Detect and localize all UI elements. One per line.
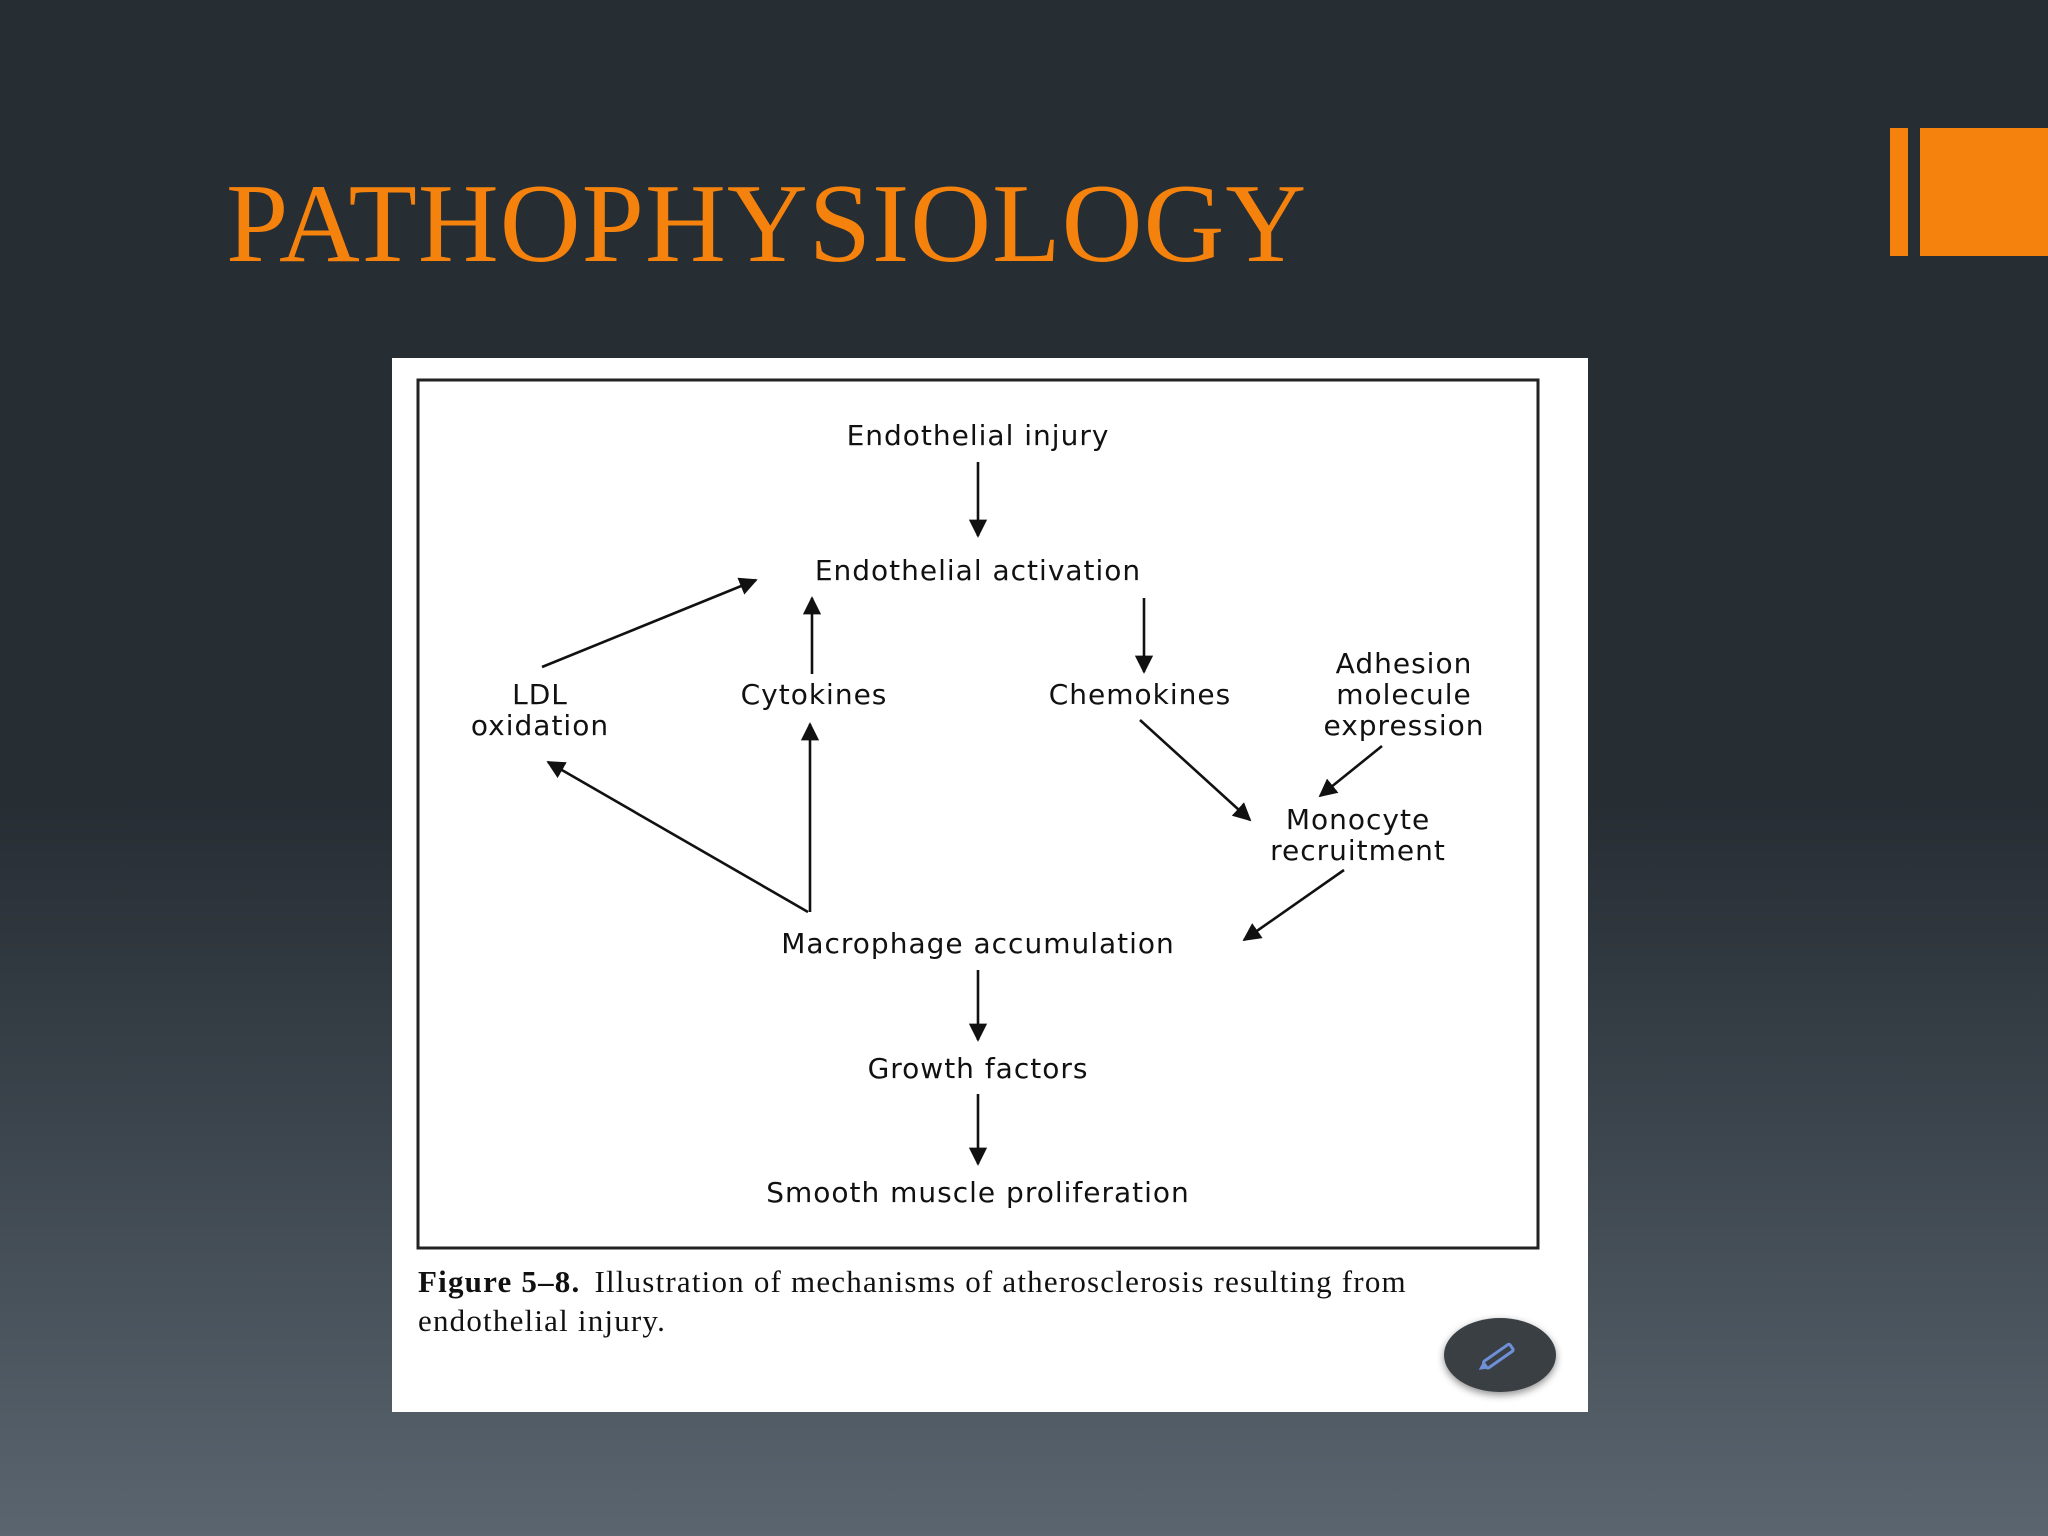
pencil-icon: [1478, 1342, 1515, 1370]
node-growth-factors: Growth factors: [868, 1052, 1089, 1085]
edit-fab-button[interactable]: [1444, 1318, 1556, 1392]
node-ldl-line2: oxidation: [471, 709, 609, 742]
figure-card: Endothelial injury Endothelial activatio…: [392, 358, 1588, 1412]
node-adhesion-line1: Adhesion: [1336, 647, 1473, 680]
accent-bar: [1890, 128, 1908, 256]
node-chemokines: Chemokines: [1049, 678, 1231, 711]
node-endothelial-activation: Endothelial activation: [815, 554, 1141, 587]
arrow-adhesion-to-monocyte: [1318, 744, 1383, 798]
arrow-macrophage-to-ldl: [546, 760, 809, 914]
node-ldl-line1: LDL: [512, 678, 568, 711]
flow-diagram: Endothelial injury Endothelial activatio…: [416, 378, 1540, 1250]
node-smooth-muscle-proliferation: Smooth muscle proliferation: [766, 1176, 1190, 1209]
node-monocyte-line2: recruitment: [1270, 834, 1446, 867]
arrow-ldl-to-activation: [541, 577, 758, 669]
accent-block: [1920, 128, 2048, 256]
node-monocyte-line1: Monocyte: [1286, 803, 1430, 836]
figure-frame: [416, 378, 1540, 1250]
pencil-glyph: [1478, 1342, 1515, 1370]
node-adhesion-line3: expression: [1323, 709, 1484, 742]
figure-caption: Figure 5–8.Illustration of mechanisms of…: [418, 1262, 1558, 1340]
arrow-monocyte-to-macrophage: [1242, 868, 1345, 942]
node-endothelial-injury: Endothelial injury: [847, 419, 1110, 452]
node-adhesion-line2: molecule: [1336, 678, 1472, 711]
figure-caption-text: Illustration of mechanisms of atheroscle…: [418, 1264, 1407, 1338]
node-macrophage-accumulation: Macrophage accumulation: [781, 927, 1175, 960]
slide-title: PATHOPHYSIOLOGY: [226, 162, 1308, 286]
arrow-chemokines-to-monocyte: [1139, 719, 1252, 822]
figure-caption-label: Figure 5–8.: [418, 1264, 581, 1299]
node-cytokines: Cytokines: [741, 678, 888, 711]
